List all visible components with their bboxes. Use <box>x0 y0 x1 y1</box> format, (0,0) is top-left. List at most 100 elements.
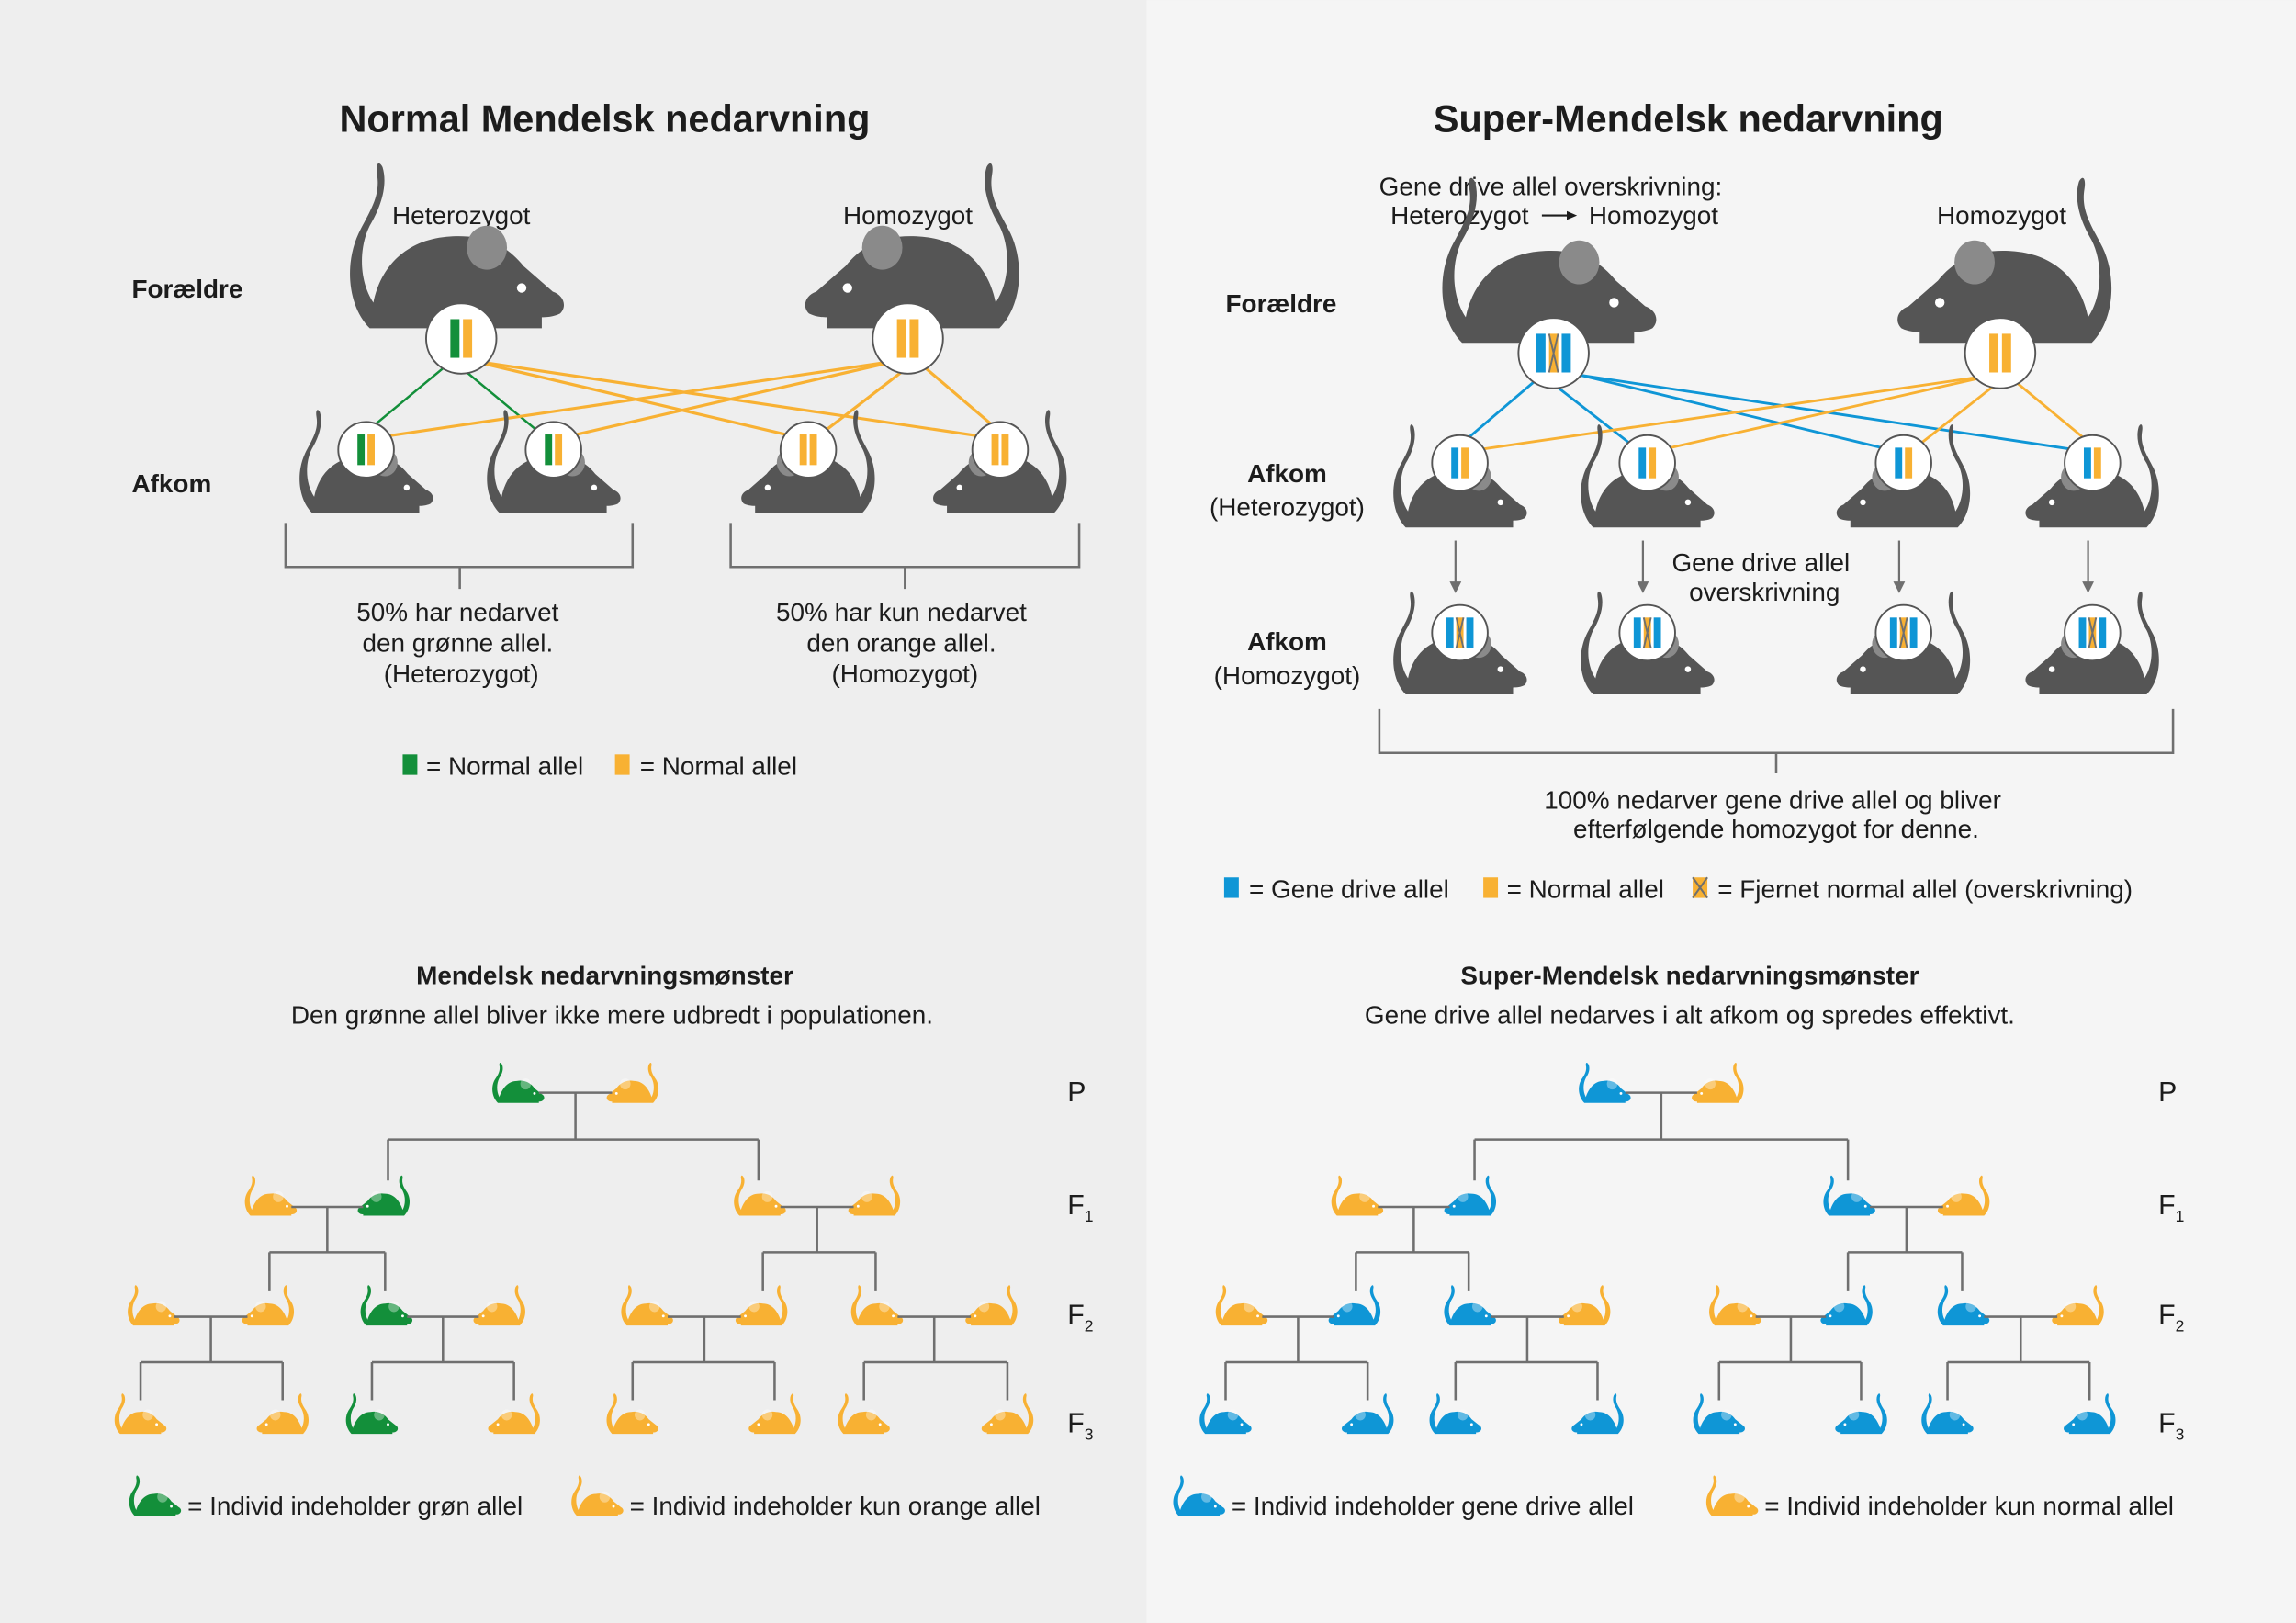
blue-allele-bar <box>1638 447 1647 479</box>
generation-label-p: P <box>2158 1077 2177 1108</box>
offspring-het-mouse <box>1581 424 1715 528</box>
removed-allele-cross-icon <box>1898 617 1908 648</box>
overwrite-arrows <box>1449 540 2094 593</box>
overwrite-caption-from: Heterozygot <box>1390 201 1529 230</box>
generation-label-p: P <box>1067 1077 1086 1108</box>
genotype-bubble <box>337 421 395 479</box>
orange-inheritance-line <box>1654 373 1994 453</box>
bracket-all-offspring <box>1378 708 2175 774</box>
right-pattern-subtitle: Gene drive allel nedarves i alt afkom og… <box>1365 1001 2015 1030</box>
blue-allele-bar <box>1633 617 1641 648</box>
tree-connector <box>139 1360 284 1401</box>
removed-allele-icon <box>1692 876 1708 899</box>
caption-line: overskrivning <box>1689 578 1840 606</box>
left-panel-background <box>0 0 1147 1623</box>
removed-allele-cross-icon <box>1455 617 1465 648</box>
row-label-parents: Forældre <box>1226 289 1337 318</box>
right-pattern-title: Super-Mendelsk nedarvningsmønster <box>1460 962 1919 990</box>
orange-allele-bar <box>1989 333 1999 373</box>
left-pattern-title: Mendelsk nedarvningsmønster <box>416 962 793 990</box>
blue-allele-bar <box>2083 447 2091 479</box>
row-label-offspring-hom: Afkom <box>1247 627 1327 656</box>
bracket-heterozygous <box>284 523 635 590</box>
overwrite-caption-to: Homozygot <box>1589 201 1718 230</box>
blue-allele-bar <box>1889 617 1897 648</box>
offspring-mouse <box>741 410 875 513</box>
removed-allele-cross-icon <box>1548 333 1559 373</box>
summary-line: efterfølgende homozygot for denne. <box>1573 815 1979 843</box>
pedigree-tree <box>1199 1062 2116 1435</box>
summary-heterozygous: 50% har nedarvet den grønne allel. (Hete… <box>356 598 566 688</box>
orange-allele-bar <box>1461 447 1469 479</box>
offspring-hom-mouse <box>1836 591 1971 694</box>
parent-mouse <box>350 163 565 375</box>
label-homozygous-parent: Homozygot <box>843 201 973 230</box>
summary-line: (Heterozygot) <box>384 659 539 688</box>
legend-label: = Fjernet normal allel (overskrivning) <box>1717 875 2133 904</box>
blue-allele-bar <box>1536 333 1546 373</box>
row-sublabel-hom: (Homozygot) <box>1214 661 1361 690</box>
orange-allele-bar <box>2001 333 2011 373</box>
removed-allele-cross-icon <box>1642 617 1652 648</box>
orange-inheritance-line <box>1467 373 1994 453</box>
removed-allele-cross-icon <box>2088 617 2098 648</box>
genotype-bubble <box>779 421 838 479</box>
summary-line: den grønne allel. <box>362 629 553 658</box>
blue-allele-bar <box>2099 617 2107 648</box>
orange-allele-swatch <box>1483 877 1499 898</box>
caption-line: Gene drive allel <box>1671 548 1850 577</box>
left-panel: Normal Mendelsk nedarvning Heterozygot H… <box>114 97 1081 1520</box>
blue-inheritance-line <box>1580 373 2086 453</box>
orange-allele-bar <box>555 434 563 466</box>
tree-connector <box>1846 1251 1964 1291</box>
row-label-parents: Forældre <box>131 275 242 303</box>
blue-allele-bar <box>1451 447 1459 479</box>
blue-allele-bar <box>2078 617 2087 648</box>
right-panel: Super-Mendelsk nedarvning Gene drive all… <box>1173 97 2175 1520</box>
generation-label-f1: F1 <box>2158 1190 2184 1225</box>
parent-mouse <box>805 163 1019 375</box>
green-allele-swatch <box>402 754 418 775</box>
blue-allele-swatch <box>1223 877 1239 898</box>
orange-allele-bar <box>809 434 817 466</box>
blue-allele-bar <box>1446 617 1454 648</box>
arrow-right-icon <box>1541 210 1578 220</box>
orange-inheritance-line <box>560 358 900 440</box>
arrow-down-icon <box>1637 540 1649 593</box>
tree-connector <box>387 1138 760 1181</box>
legend-label: = Individ indeholder kun orange allel <box>630 1492 1041 1520</box>
orange-allele-bar <box>1905 447 1913 479</box>
tree-legend: = Individ indeholder grøn allel = Indivi… <box>129 1475 1041 1520</box>
blue-allele-bar <box>1561 333 1571 373</box>
tree-connector <box>1946 1360 2091 1401</box>
orange-allele-bar <box>367 434 375 466</box>
inheritance-lines <box>357 358 1008 440</box>
genotype-bubble <box>1874 434 1932 492</box>
tree-connector <box>1224 1360 1369 1401</box>
label-homozygous-parent: Homozygot <box>1937 201 2066 230</box>
offspring-hom-mouse <box>1393 591 1527 694</box>
genotype-bubble <box>872 302 944 375</box>
tree-connector <box>761 1251 877 1291</box>
generation-label-f3: F3 <box>2158 1409 2184 1444</box>
legend-label: = Normal allel <box>1507 875 1664 904</box>
generation-label-f2: F2 <box>2158 1301 2184 1336</box>
blue-allele-bar <box>1909 617 1918 648</box>
tree-connector <box>1717 1360 1863 1401</box>
orange-allele-swatch <box>614 754 630 775</box>
tree-connector <box>370 1360 515 1401</box>
mice-group <box>299 163 1067 513</box>
generation-label-f3: F3 <box>1067 1409 1093 1444</box>
right-title: Super-Mendelsk nedarvning <box>1434 97 1943 141</box>
genotype-bubble <box>1618 434 1676 492</box>
tree-connector <box>1454 1360 1599 1401</box>
parent-mouse <box>1442 177 1657 389</box>
allele-legend: = Gene drive allel = Normal allel = Fjer… <box>1223 875 2133 904</box>
summary-line: (Homozygot) <box>832 659 979 688</box>
orange-allele-bar <box>463 319 473 358</box>
overwrite-caption: Gene drive allel overskrivning: <box>1379 172 1723 200</box>
row-label-offspring-het: Afkom <box>1247 459 1327 488</box>
tree-connector <box>1355 1251 1470 1291</box>
row-sublabel-het: (Heterozygot) <box>1210 492 1365 521</box>
